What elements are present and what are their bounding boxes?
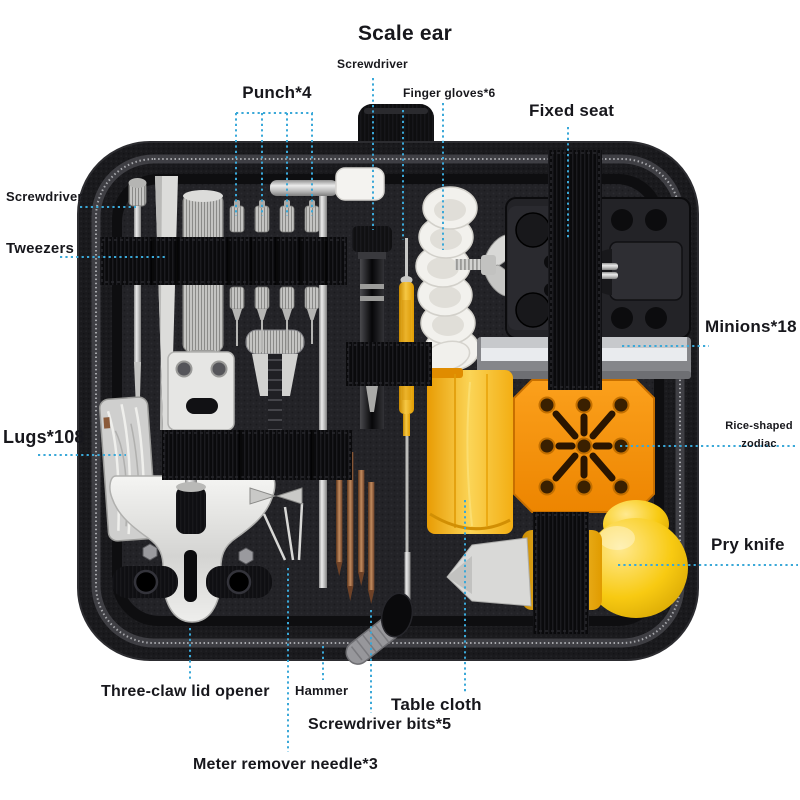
meter-remover-needles (262, 502, 304, 561)
label-scale-ear: Scale ear (357, 22, 453, 45)
label-screwdriver-bits: Screwdriver bits*5 (308, 716, 452, 733)
label-fixed-seat: Fixed seat (529, 101, 615, 120)
microfiber-cloth (427, 368, 513, 534)
elastic-straps (100, 150, 602, 634)
label-rice-shaped-zodiac: Rice-shaped zodiac (720, 417, 798, 453)
t-bar-shaft-tool (319, 196, 327, 588)
label-minions: Minions*18 (705, 317, 797, 336)
label-finger-gloves: Finger gloves*6 (403, 86, 496, 100)
label-lugs: Lugs*108 (3, 427, 85, 447)
link-remover-base (249, 487, 303, 505)
black-screwdriver-tip (366, 386, 378, 412)
label-hammer: Hammer (295, 683, 349, 698)
label-three-claw-lid-opener: Three-claw lid opener (101, 683, 270, 700)
case-opener-ball (584, 500, 688, 618)
three-claw-lid-opener-tool (109, 468, 276, 623)
label-screwdriver-top: Screwdriver (337, 57, 408, 71)
punches-tools (229, 200, 320, 233)
label-punch: Punch*4 (242, 83, 312, 102)
finger-cots (415, 186, 480, 371)
leader-lines (38, 78, 798, 752)
label-rice-line2: zodiac (741, 438, 777, 450)
slide-plate-tool (167, 351, 235, 431)
orange-case-holder (513, 379, 655, 513)
label-table-cloth: Table cloth (391, 695, 482, 714)
label-screwdriver-left: Screwdriver (6, 189, 83, 204)
label-tweezers: Tweezers (6, 240, 75, 257)
punch-tips (229, 286, 320, 352)
label-rice-line1: Rice-shaped (725, 420, 793, 432)
label-pry-knife: Pry knife (711, 535, 785, 554)
label-meter-remover-needle: Meter remover needle*3 (193, 756, 378, 773)
zipper-pull (345, 592, 414, 665)
